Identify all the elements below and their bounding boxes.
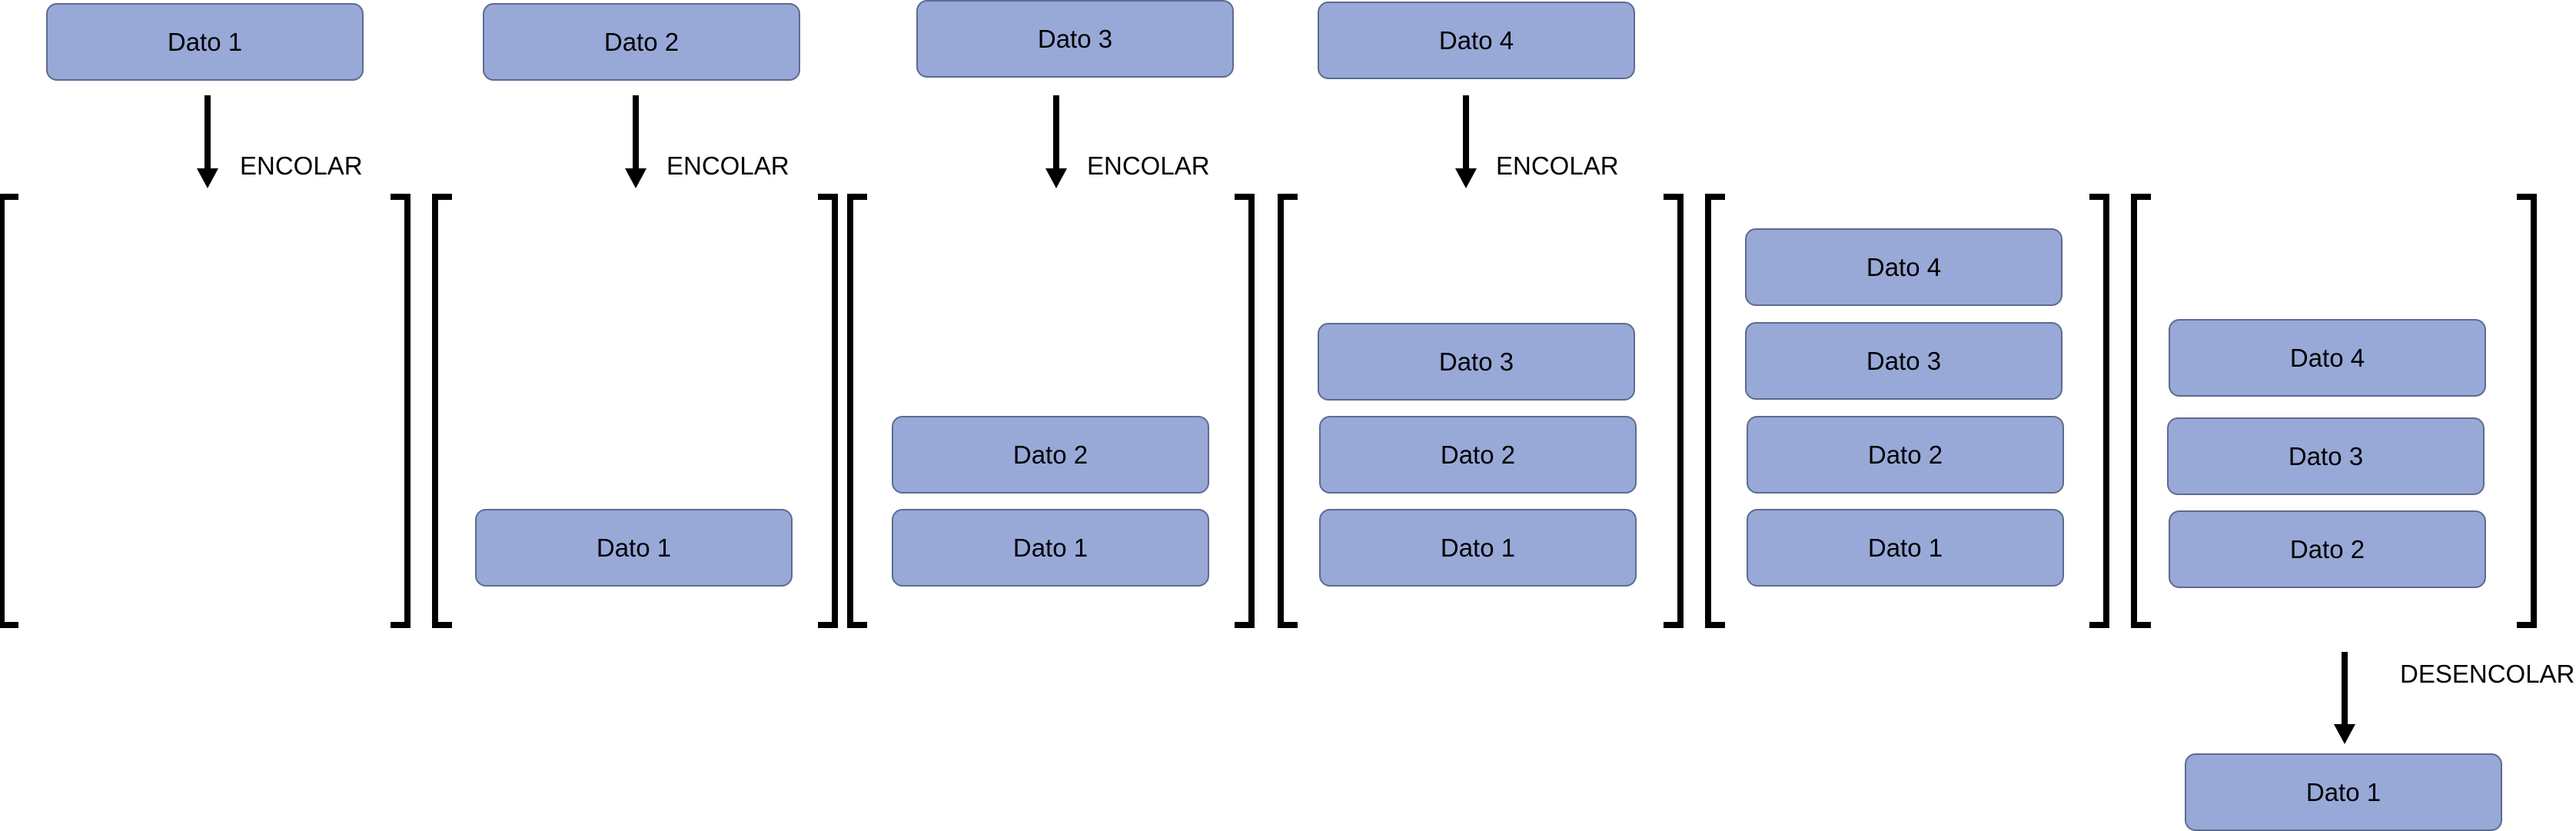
queue-right-bracket <box>391 194 410 628</box>
queue-item: Dato 3 <box>1318 323 1635 401</box>
queue-right-bracket <box>2517 194 2537 628</box>
enqueue-label: ENCOLAR <box>666 151 789 180</box>
incoming-item: Dato 1 <box>46 3 364 81</box>
queue-item: Dato 2 <box>892 416 1209 494</box>
dequeue-arrow <box>2334 652 2355 744</box>
incoming-item: Dato 2 <box>483 3 800 81</box>
queue-right-bracket <box>1235 194 1255 628</box>
queue-item: Dato 2 <box>1319 416 1637 494</box>
dequeued-item: Dato 1 <box>2185 753 2502 831</box>
queue-item: Dato 4 <box>2169 319 2486 397</box>
queue-right-bracket <box>818 194 838 628</box>
enqueue-label: ENCOLAR <box>1087 151 1210 180</box>
queue-right-bracket <box>2089 194 2109 628</box>
queue-item: Dato 1 <box>1747 509 2064 587</box>
enqueue-arrow <box>1045 95 1067 188</box>
queue-left-bracket <box>0 194 18 628</box>
enqueue-label: ENCOLAR <box>1496 151 1619 180</box>
queue-item: Dato 3 <box>2167 417 2485 495</box>
queue-left-bracket <box>432 194 452 628</box>
queue-left-bracket <box>1705 194 1725 628</box>
enqueue-arrow <box>1455 95 1477 188</box>
queue-left-bracket <box>2131 194 2151 628</box>
queue-item: Dato 4 <box>1745 228 2062 306</box>
dequeue-label: DESENCOLAR <box>2400 660 2575 688</box>
queue-item: Dato 2 <box>1747 416 2064 494</box>
incoming-item: Dato 3 <box>916 0 1234 78</box>
enqueue-arrow <box>197 95 218 188</box>
queue-right-bracket <box>1664 194 1684 628</box>
queue-left-bracket <box>1278 194 1298 628</box>
queue-item: Dato 1 <box>475 509 793 587</box>
queue-item: Dato 1 <box>892 509 1209 587</box>
enqueue-arrow <box>625 95 646 188</box>
enqueue-label: ENCOLAR <box>240 151 363 180</box>
queue-item: Dato 1 <box>1319 509 1637 587</box>
incoming-item: Dato 4 <box>1318 2 1635 79</box>
queue-item: Dato 2 <box>2169 510 2486 588</box>
queue-left-bracket <box>847 194 867 628</box>
queue-item: Dato 3 <box>1745 322 2062 400</box>
